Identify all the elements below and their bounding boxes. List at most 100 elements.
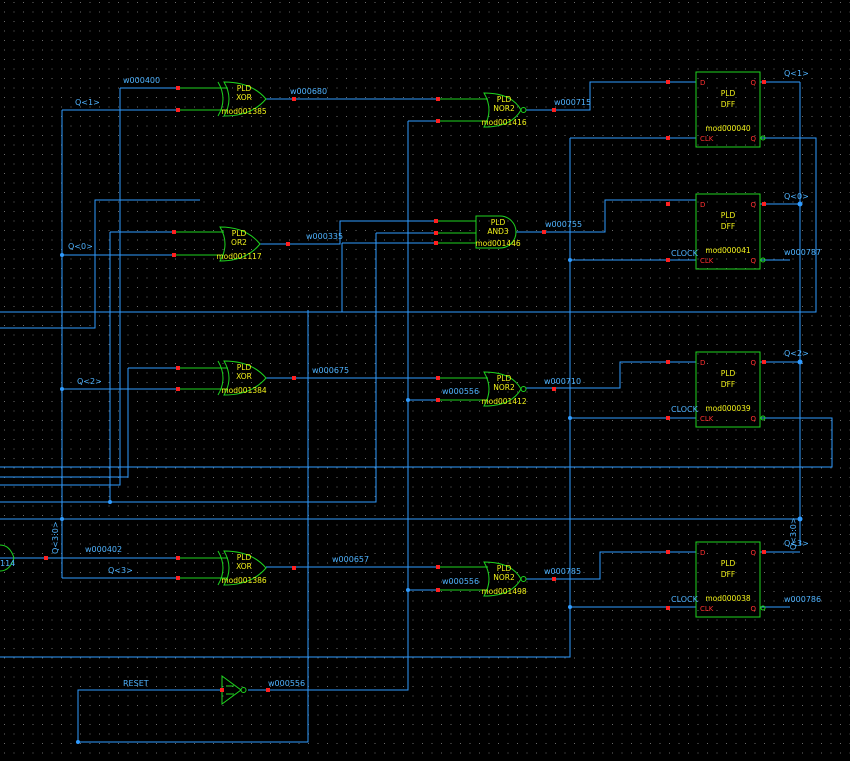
net-label: w000657 [332, 555, 369, 564]
pin-qn-label: Q [750, 605, 756, 613]
inverter-bubble [240, 687, 247, 693]
gate-body [483, 92, 522, 128]
flipflop-body [695, 193, 761, 270]
gate-inv-inv1[interactable] [220, 675, 270, 705]
flipflop-instance-label: mod000040 [705, 124, 751, 133]
pin-marker [176, 86, 180, 90]
pin-clk-label: CLK [700, 135, 714, 143]
qn-bubble [760, 605, 766, 611]
pin-marker [436, 588, 440, 592]
flipflop-instance-label: mod000039 [705, 404, 751, 413]
gate-type-label: XOR [236, 372, 252, 381]
pin-marker [666, 80, 670, 84]
gate-type-label: XOR [236, 562, 252, 571]
wire-w000400-drop [0, 88, 121, 486]
gate-body [223, 81, 267, 117]
gate-type-label: XOR [236, 93, 252, 102]
flipflop-type-label: DFF [721, 570, 735, 579]
gate-instance-label: mod001384 [221, 386, 267, 395]
pin-marker [286, 242, 290, 246]
net-label: w000680 [290, 87, 327, 96]
net-label: w000785 [544, 567, 581, 576]
pin-marker [552, 577, 556, 581]
gate-instance-label: mod001446 [475, 239, 521, 248]
pin-marker [292, 376, 296, 380]
pin-marker [666, 550, 670, 554]
pin-marker [762, 80, 766, 84]
wire-reset-return [78, 310, 309, 743]
net-label: w000755 [545, 220, 582, 229]
net-label: w000556 [442, 577, 479, 586]
net-label: Q<3> [784, 539, 809, 548]
pin-d-label: D [700, 79, 705, 87]
net-label: Q<1> [784, 69, 809, 78]
net-label: CLOCK [671, 249, 699, 258]
qn-bubble [760, 257, 766, 263]
pin-q-label: Q [750, 79, 756, 87]
pin-d-label: D [700, 549, 705, 557]
pin-marker [176, 387, 180, 391]
pin-marker [292, 97, 296, 101]
pin-marker [434, 219, 438, 223]
wire-dff3-qn [0, 417, 833, 468]
pin-marker [542, 230, 546, 234]
gate-instance-label: mod001386 [221, 576, 267, 585]
junction-dot [797, 359, 803, 365]
pin-marker [434, 241, 438, 245]
wire-reset [77, 689, 222, 742]
gate-lib-label: PLD [497, 95, 512, 104]
pin-marker [666, 202, 670, 206]
gate-instance-label: mod001117 [216, 252, 262, 261]
junction-dot [406, 588, 410, 592]
gate-type-label: OR2 [231, 238, 247, 247]
pin-marker [266, 688, 270, 692]
net-label: CLOCK [671, 595, 699, 604]
pin-marker [220, 688, 224, 692]
net-label: Q<2> [77, 377, 102, 386]
wire-and3-in2-trunk [0, 233, 377, 503]
net-label: Q<0> [68, 242, 93, 251]
gate-lib-label: PLD [237, 363, 252, 372]
pin-q-label: Q [750, 359, 756, 367]
net-label: 114 [0, 559, 15, 568]
gate-body [223, 360, 267, 396]
net-label: w000787 [784, 248, 821, 257]
flipflop-lib-label: PLD [721, 211, 736, 220]
pin-marker [436, 398, 440, 402]
flipflop-body [695, 541, 761, 618]
gate-partial-left [0, 544, 48, 572]
pin-marker [436, 376, 440, 380]
pin-marker [666, 416, 670, 420]
pin-marker [44, 556, 48, 560]
net-label: Q<3:0> [51, 521, 60, 554]
pin-q-label: Q [750, 549, 756, 557]
wire-w000785 [526, 551, 696, 580]
gate-lib-label: PLD [497, 374, 512, 383]
gate-xor-curve [217, 81, 224, 117]
pin-marker [434, 231, 438, 235]
flipflop-instance-label: mod000038 [705, 594, 751, 603]
gate-lib-label: PLD [237, 553, 252, 562]
gate-body [475, 215, 517, 249]
gate-type-label: NOR2 [493, 104, 515, 113]
pin-marker [176, 576, 180, 580]
flipflop-instance-label: mod000041 [705, 246, 751, 255]
net-label: w000675 [312, 366, 349, 375]
net-label: w000400 [123, 76, 160, 85]
pin-marker [666, 360, 670, 364]
gate-bubble [520, 107, 527, 113]
pin-qn-label: Q [750, 257, 756, 265]
